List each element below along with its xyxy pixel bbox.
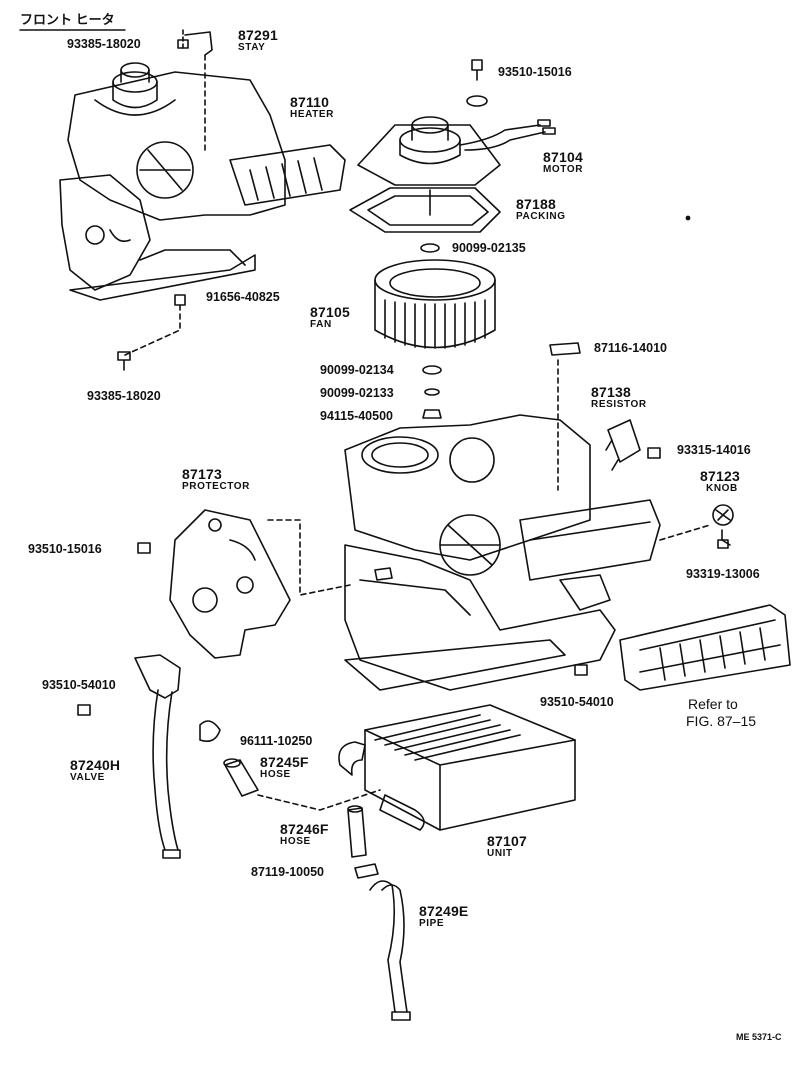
- part-label-heater: 87110 HEATER: [290, 95, 334, 120]
- fastener-label: 93385-18020: [87, 389, 161, 403]
- diagram-title: フロント ヒータ: [20, 12, 115, 27]
- part-name: VALVE: [70, 772, 105, 783]
- part-name: PIPE: [419, 918, 445, 929]
- fastener-label: 90099-02133: [320, 386, 394, 400]
- reference-line-2: FIG. 87–15: [686, 713, 757, 729]
- hose-clamp-drawing: [199, 720, 381, 879]
- fastener-label: 90099-02134: [320, 363, 394, 377]
- fastener-label: 87116-14010: [594, 341, 667, 355]
- part-number: 87110: [290, 94, 330, 110]
- part-label-motor: 87104 MOTOR: [543, 150, 583, 175]
- part-name: HEATER: [290, 109, 334, 120]
- part-label-packing: 87188 PACKING: [516, 197, 566, 222]
- part-number: 87173: [182, 466, 222, 482]
- part-number: 87240H: [70, 757, 121, 773]
- part-name: KNOB: [706, 483, 738, 494]
- fastener-label: 93510-15016: [498, 65, 572, 79]
- part-number: 87246F: [280, 821, 329, 837]
- pipe-drawing: [369, 880, 411, 1021]
- part-label-protector: 87173 PROTECTOR: [182, 467, 250, 492]
- fastener-label: 93385-18020: [67, 37, 141, 51]
- part-label-hose-f: 87245F HOSE: [260, 755, 309, 780]
- fastener-label: 93510-54010: [42, 678, 116, 692]
- unit-assembly-drawing: [267, 414, 734, 691]
- fastener-label: 93510-15016: [28, 542, 102, 556]
- part-name: PROTECTOR: [182, 481, 250, 492]
- part-label-resistor: 87138 RESISTOR: [591, 385, 647, 410]
- part-name: FAN: [310, 319, 332, 330]
- part-number: 87245F: [260, 754, 309, 770]
- part-number: 87188: [516, 196, 556, 212]
- protector-drawing: [137, 509, 291, 659]
- heater-assembly-drawing: [59, 29, 346, 371]
- part-label-fan: 87105 FAN: [310, 305, 350, 330]
- part-label-unit: 87107 UNIT: [487, 834, 527, 859]
- part-number: 87105: [310, 304, 350, 320]
- fastener-label: 93319-13006: [686, 567, 760, 581]
- part-name: RESISTOR: [591, 399, 647, 410]
- fastener-label: 91656-40825: [206, 290, 280, 304]
- motor-drawing: [349, 59, 581, 491]
- fastener-label: 93315-14016: [677, 443, 751, 457]
- part-name: HOSE: [260, 769, 291, 780]
- part-label-knob: 87123 KNOB: [700, 469, 740, 494]
- part-label-valve: 87240H VALVE: [70, 758, 120, 783]
- part-name: STAY: [238, 42, 266, 53]
- heater-core-drawing: [338, 704, 576, 831]
- fastener-label: 87119-10050: [251, 865, 324, 879]
- part-name: UNIT: [487, 848, 513, 859]
- part-label-stay: 87291 STAY: [238, 28, 278, 53]
- part-label-pipe: 87249E PIPE: [419, 904, 468, 929]
- reference-note: Refer to FIG. 87–15: [686, 696, 757, 729]
- part-number: 87249E: [419, 903, 469, 919]
- part-label-hose-g: 87246F HOSE: [280, 822, 329, 847]
- fastener-label: 90099-02135: [452, 241, 526, 255]
- part-number: 87138: [591, 384, 631, 400]
- part-name: HOSE: [280, 836, 311, 847]
- reference-duct-drawing: [619, 604, 791, 691]
- valve-drawing: [77, 654, 181, 859]
- reference-line-1: Refer to: [688, 696, 738, 712]
- part-number: 87104: [543, 149, 583, 165]
- fastener-label: 96111-10250: [240, 734, 313, 748]
- part-number: 87107: [487, 833, 527, 849]
- diagram-code: ME 5371-C: [736, 1032, 782, 1042]
- fastener-label: 94115-40500: [320, 409, 393, 423]
- part-number: 87123: [700, 468, 740, 484]
- part-name: MOTOR: [543, 164, 584, 175]
- part-number: 87291: [238, 27, 278, 43]
- part-name: PACKING: [516, 211, 566, 222]
- fastener-label: 93510-54010: [540, 695, 614, 709]
